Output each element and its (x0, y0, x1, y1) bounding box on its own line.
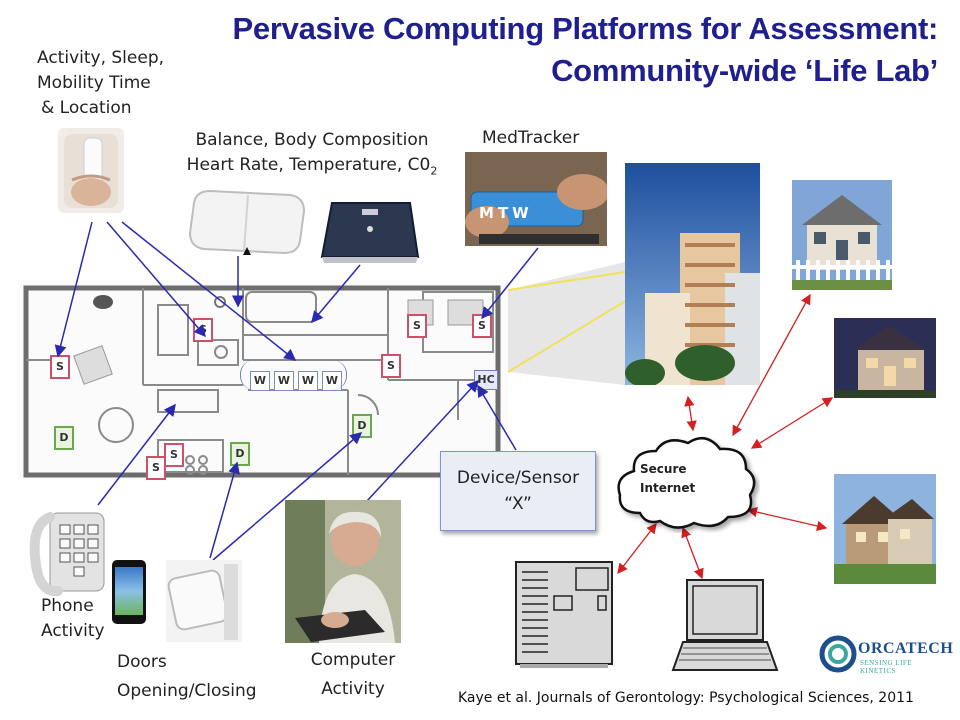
computer-activity-label: Computer Activity (303, 646, 403, 704)
smartphone-screen (115, 567, 143, 615)
slide-title: Pervasive Computing Platforms for Assess… (178, 8, 939, 92)
sensor-d: D (230, 442, 250, 466)
computer-user-photo (285, 500, 401, 643)
orcatech-logo-name: ORCATECH (858, 640, 954, 657)
door-sensor-photo (166, 560, 242, 642)
pillbox-letter-m: M (479, 204, 498, 222)
doors-label: Doors Opening/Closing (117, 648, 257, 706)
balance-label-line-2-text: Heart Rate, Temperature, C0 (186, 155, 431, 175)
sensor-d: D (54, 426, 74, 450)
house-photo-3 (834, 474, 936, 584)
motion-sensor-arc (240, 360, 347, 390)
sensor-s: S (146, 456, 166, 480)
device-sensor-x-box: Device/Sensor “X” (440, 451, 596, 531)
sensor-s: S (407, 314, 427, 338)
doors-label-line-1: Doors (117, 652, 167, 672)
sensor-w: W (298, 371, 318, 391)
pillbox-letter-t: T (497, 204, 513, 222)
house-photo-1 (792, 180, 892, 290)
balance-label-line-1: Balance, Body Composition (195, 130, 429, 150)
doors-label-line-2: Opening/Closing (117, 681, 257, 701)
secure-internet-line-1: Secure (640, 462, 687, 476)
phone-label-line-2: Activity (41, 621, 105, 641)
balance-label-subscript: 2 (430, 164, 438, 178)
activity-label: Activity, Sleep, Mobility Time & Locatio… (37, 46, 164, 121)
secure-internet-cloud: Secure Internet (610, 433, 760, 533)
balance-label-line-2: Heart Rate, Temperature, C02 (162, 153, 462, 183)
phone-label-line-1: Phone (41, 596, 94, 616)
house-photo-2 (834, 318, 936, 398)
sensor-w: W (274, 371, 294, 391)
computer-label-line-2: Activity (321, 679, 385, 699)
apartment-tower-photo (625, 163, 760, 385)
desk-phone-photo (26, 505, 106, 597)
body-scale-photo (318, 199, 422, 265)
secure-internet-label: Secure Internet (640, 460, 695, 498)
sensor-s: S (381, 354, 401, 378)
server-icon (514, 560, 614, 670)
activity-label-line-1: Activity, Sleep, (37, 48, 165, 68)
title-line-2: Community-wide ‘Life Lab’ (551, 53, 938, 88)
smartphone-photo (112, 560, 146, 624)
orcatech-logo: ORCATECH SENSING LIFE KINETICS (818, 634, 953, 675)
citation: Kaye et al. Journals of Gerontology: Psy… (458, 690, 914, 706)
secure-internet-line-2: Internet (640, 481, 696, 495)
title-line-1: Pervasive Computing Platforms for Assess… (232, 11, 939, 46)
laptop-icon (671, 578, 779, 674)
pillbox-letter-w: W (512, 204, 533, 222)
sensor-s: S (164, 443, 184, 467)
activity-label-line-2: Mobility Time (37, 73, 151, 93)
activity-sensor-photo (58, 128, 124, 213)
device-box-line-2: “X” (504, 494, 532, 514)
computer-label-line-1: Computer (310, 650, 396, 670)
medtracker-photo: MTW (465, 152, 607, 246)
phone-activity-label: Phone Activity (41, 594, 105, 644)
balance-board-photo (186, 183, 310, 259)
balance-label: Balance, Body Composition Heart Rate, Te… (162, 128, 462, 183)
device-box-line-1: Device/Sensor (456, 468, 580, 488)
orcatech-logo-tagline: SENSING LIFE KINETICS (860, 659, 913, 675)
orcatech-logo-icon (819, 635, 857, 673)
medtracker-label: MedTracker (482, 128, 580, 148)
balance-board-arrowhead (243, 247, 251, 255)
pillbox-letters: MTW (479, 204, 533, 222)
activity-label-line-3: & Location (41, 98, 132, 118)
